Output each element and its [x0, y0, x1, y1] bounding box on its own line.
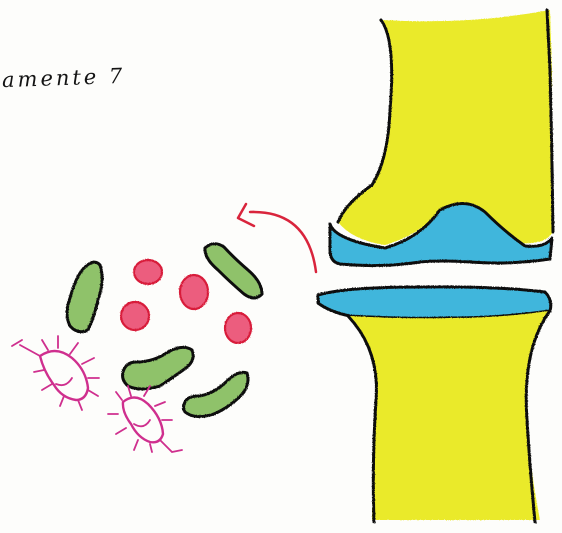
lower-bone [348, 311, 549, 522]
bacteria-icon [108, 386, 182, 452]
red-cell [121, 302, 149, 330]
green-cell [184, 372, 249, 416]
caption-text: amente 7 [2, 64, 126, 92]
green-cell [123, 347, 194, 389]
green-cell [205, 244, 262, 298]
red-cell [225, 313, 251, 343]
curved-arrow-icon [238, 204, 316, 272]
red-cell [134, 260, 162, 284]
bacteria-icon [12, 336, 99, 410]
lower-cartilage [318, 287, 551, 318]
green-cell [67, 262, 102, 332]
red-cell [180, 275, 208, 309]
